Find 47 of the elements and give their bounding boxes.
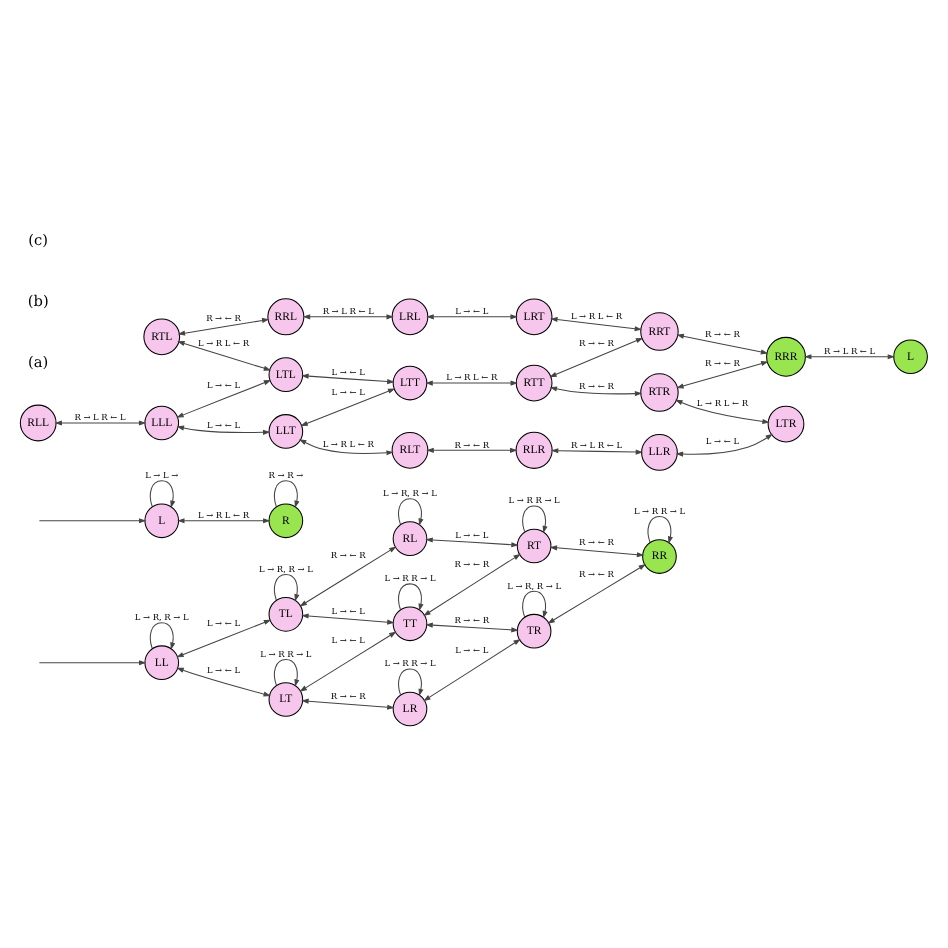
arrow	[273, 573, 300, 602]
arrow	[300, 388, 396, 427]
arrow	[522, 590, 548, 619]
arrow	[273, 659, 300, 687]
arrow	[54, 420, 147, 426]
arrow	[302, 314, 394, 320]
arrow	[398, 668, 424, 697]
arrow	[176, 425, 271, 435]
arrow	[398, 583, 424, 611]
arrow	[301, 698, 395, 710]
arrow	[149, 622, 176, 650]
arrow	[547, 564, 647, 624]
arrow	[423, 639, 521, 702]
arrow	[676, 361, 769, 389]
arrow	[177, 341, 272, 371]
arrow	[425, 380, 518, 386]
arrow	[550, 316, 642, 332]
arrow	[398, 498, 424, 526]
arrow	[273, 480, 300, 508]
arrow	[299, 631, 397, 692]
arrow	[676, 333, 769, 355]
arrow	[176, 667, 271, 697]
arrow	[299, 439, 394, 456]
arrow	[177, 518, 271, 524]
arrow	[299, 546, 397, 607]
arrow	[426, 447, 518, 453]
arrow	[38, 660, 147, 666]
arrow	[550, 448, 644, 455]
arrow	[423, 553, 521, 617]
arrow	[647, 516, 673, 544]
arrow	[549, 337, 644, 378]
arrow	[675, 399, 770, 425]
arrow	[425, 622, 519, 633]
arrow	[549, 545, 645, 558]
arrow	[149, 480, 176, 508]
arrow	[176, 380, 272, 418]
arrow	[426, 314, 518, 320]
arrow	[177, 318, 270, 336]
arrow	[38, 518, 147, 524]
arrow	[804, 354, 896, 360]
arrow	[675, 433, 773, 457]
arrow	[301, 613, 395, 625]
arrow	[425, 537, 519, 548]
arrow	[176, 619, 272, 658]
arrow	[301, 373, 395, 385]
arrow	[522, 505, 548, 534]
arrow	[549, 386, 643, 397]
